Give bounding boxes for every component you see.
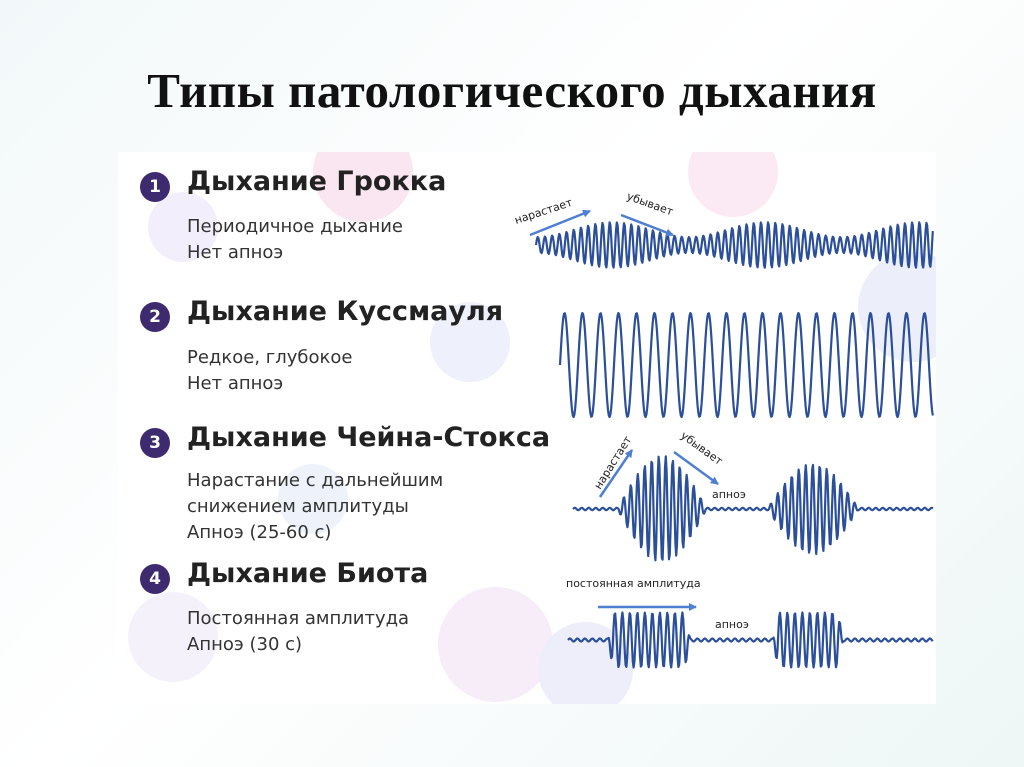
label-constant-amplitude: постоянная амплитуда [566,577,701,590]
waveform-grokk [534,221,934,269]
type-name: Дыхание Куссмауля [187,296,504,327]
type-name: Дыхание Чейна-Стокса [187,422,551,453]
decor-circle [148,192,218,262]
kussmaul-wave [558,311,934,419]
waveform-kussmaul [558,311,934,419]
arrow-increases-icon [529,209,591,237]
description-line: Периодичное дыхание [187,216,403,237]
description-line: Нет апноэ [187,242,284,263]
type-description: Постоянная амплитуда Апноэ (30 с) [187,606,409,658]
description-line: Редкое, глубокое [187,347,353,368]
description-line: снижением амплитуды [187,496,409,517]
arrow-decreases-icon [620,213,674,237]
number-badge: 4 [140,564,170,594]
arrow-decreases-icon [673,450,719,486]
number-badge: 3 [140,428,170,458]
description-line: Постоянная амплитуда [187,608,410,629]
label-apnea: апноэ [712,488,746,501]
description-line: Апноэ (25-60 с) [187,522,332,543]
biot-wave [567,611,934,669]
decor-circle [278,464,348,534]
description-line: Нет апноэ [187,373,284,394]
waveform-biot [567,611,934,669]
type-description: Нарастание с дальнейшим снижением амплит… [187,468,443,546]
decor-circle [858,252,936,362]
cheyne-stokes-wave [572,455,934,562]
slide-title: Типы патологического дыхания [147,63,877,118]
decor-circle [128,592,218,682]
description-line: Апноэ (30 с) [187,634,303,655]
arrow-increases-icon [598,449,634,498]
grokk-wave [534,221,934,269]
decor-circle [430,302,510,382]
label-decreases: убывает [625,190,675,219]
diagram-panel: 1 Дыхание Грокка Периодичное дыхание Нет… [118,152,936,704]
waveform-cheyne-stokes [572,455,934,562]
type-name: Дыхание Грокка [187,166,447,197]
decor-circle [438,587,553,702]
type-name: Дыхание Биота [187,558,429,589]
number-badge: 1 [140,172,170,202]
type-description: Редкое, глубокое Нет апноэ [187,345,352,397]
type-description: Периодичное дыхание Нет апноэ [187,214,403,266]
label-decreases: убывает [678,429,725,468]
number-badge: 2 [140,302,170,332]
description-line: Нарастание с дальнейшим [187,470,444,491]
breathing-waveforms: нарастает убывает нарастает убывает апно… [513,190,934,669]
label-increases: нарастает [592,433,635,491]
label-apnea: апноэ [715,618,749,631]
